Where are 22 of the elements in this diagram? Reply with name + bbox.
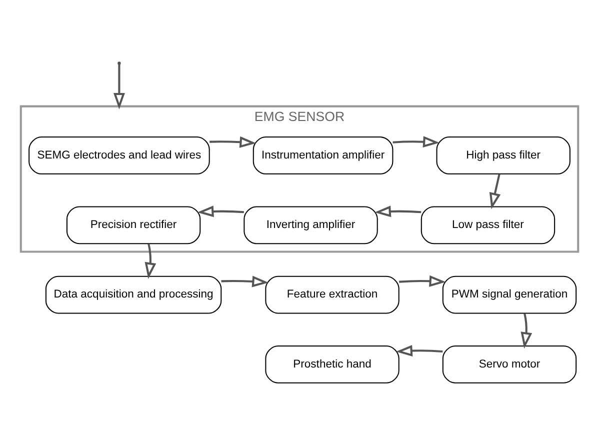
node-box: Low pass filter — [420, 206, 556, 244]
node-box: Servo motor — [442, 346, 577, 384]
arrow — [221, 276, 269, 288]
node-box: Precision rectifier — [66, 206, 201, 244]
node-box: High pass filter — [436, 136, 570, 174]
node-box: SEMG electrodes and lead wires — [28, 136, 210, 174]
arrow — [374, 206, 422, 218]
arrow — [113, 64, 125, 110]
arrow — [210, 136, 256, 148]
arrow — [396, 345, 443, 356]
arrow — [489, 174, 501, 210]
node-box: PWM signal generation — [442, 276, 577, 314]
node-box: Inverting amplifier — [244, 206, 378, 244]
node-box: Feature extraction — [265, 276, 400, 314]
node-box: Data acquisition and processing — [45, 276, 222, 314]
arrow — [399, 275, 446, 287]
arrow — [144, 244, 156, 279]
arrow — [392, 136, 440, 148]
arrow — [520, 313, 532, 349]
arrow — [197, 206, 244, 218]
node-box: Instrumentation amplifier — [252, 136, 394, 174]
node-box: Prosthetic hand — [265, 346, 400, 384]
